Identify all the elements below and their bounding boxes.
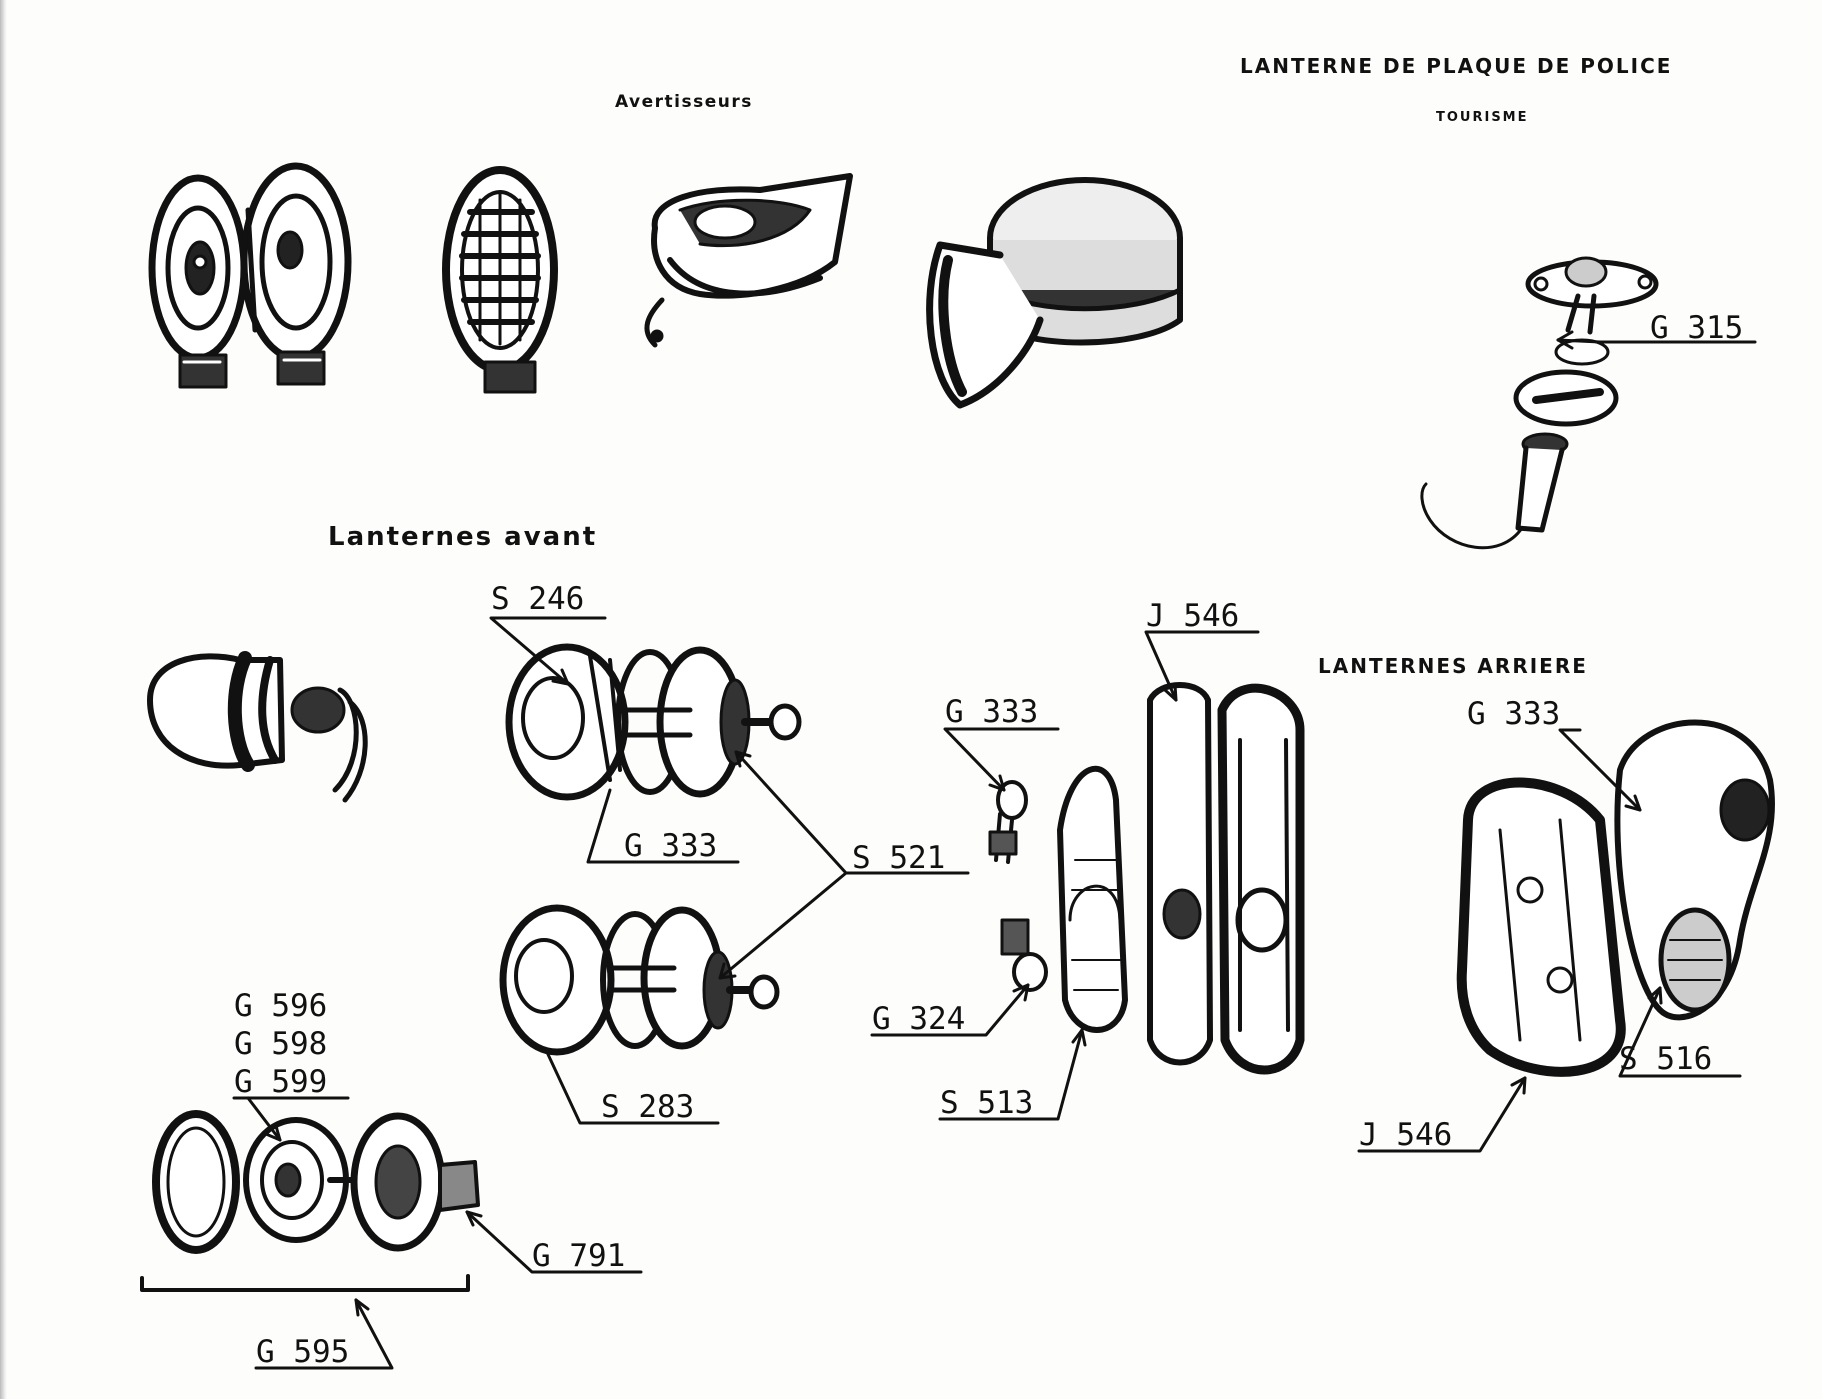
label-g315: G 315: [1650, 310, 1744, 346]
exploded-lamp-illustration: [152, 1110, 480, 1254]
label-s246: S 246: [491, 581, 585, 617]
label-j546-rear: J 546: [1359, 1117, 1453, 1153]
trumpet-horn-illustration: [926, 177, 1183, 409]
scan-edge-shadow: [0, 0, 7, 1399]
label-g598: G 598: [234, 1026, 328, 1062]
heading-lanternes-avant: Lanternes avant: [328, 522, 598, 552]
plate-lamp-illustration: [1420, 256, 1659, 550]
label-g599: G 599: [234, 1064, 328, 1100]
label-g595: G 595: [256, 1334, 350, 1370]
label-g324: G 324: [872, 1001, 966, 1037]
label-s513: S 513: [940, 1085, 1034, 1121]
rear-lamp-center-illustration: [1057, 682, 1305, 1075]
label-g333-center: G 333: [945, 694, 1039, 730]
label-g791: G 791: [532, 1238, 626, 1274]
label-s521: S 521: [852, 840, 946, 876]
heading-tourisme: TOURISME: [1436, 110, 1529, 125]
label-g596: G 596: [234, 988, 328, 1024]
heading-lanternes-arriere: LANTERNES ARRIERE: [1318, 654, 1588, 678]
label-s283: S 283: [601, 1089, 695, 1125]
side-lamp-illustration: [147, 651, 368, 803]
rear-lamp-right-illustration: [1456, 719, 1776, 1077]
double-horn-illustration: [148, 162, 352, 389]
front-lamp-upper-illustration: [505, 643, 802, 801]
snail-horn-illustration: [644, 173, 853, 348]
grille-horn-illustration: [442, 166, 558, 394]
heading-lanterne-plaque-police: LANTERNE DE PLAQUE DE POLICE: [1240, 54, 1673, 78]
bulb-illustration-upper: [988, 780, 1028, 864]
label-g333-front: G 333: [624, 828, 718, 864]
label-g333-rear: G 333: [1467, 696, 1561, 732]
label-j546-center: J 546: [1146, 598, 1240, 634]
front-lamp-lower-illustration: [499, 904, 780, 1056]
bulb-illustration-lower: [1000, 918, 1048, 992]
heading-avertisseurs: Avertisseurs: [615, 92, 753, 112]
